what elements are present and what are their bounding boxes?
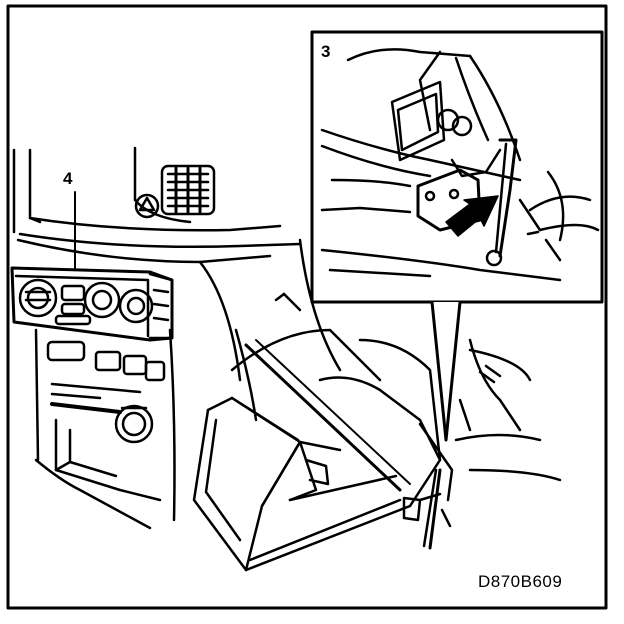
dashboard-upper (12, 146, 302, 264)
center-vent (160, 164, 216, 216)
figure-frame (6, 4, 608, 610)
hazard-button-icon (134, 193, 160, 219)
center-console-lower (34, 328, 176, 530)
callout-label-3: 3 (321, 42, 331, 61)
lower-right-panel (274, 238, 562, 550)
callout-label-4: 4 (63, 169, 73, 188)
detail-inset (310, 30, 604, 442)
climate-control-panel (10, 266, 174, 342)
direction-arrow-icon (445, 195, 499, 237)
figure-code: D870B609 (478, 572, 563, 591)
glove-box (192, 260, 442, 572)
